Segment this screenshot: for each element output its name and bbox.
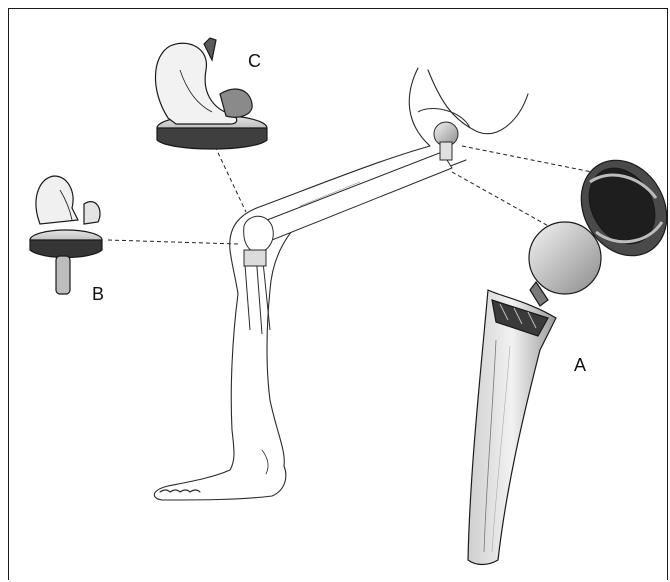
- hip-prosthesis-icon: [468, 222, 601, 565]
- knee-prosthesis-icon: [30, 176, 102, 294]
- leader-line-cup: [462, 146, 592, 172]
- label-b: B: [92, 285, 104, 303]
- leader-line-c: [212, 140, 246, 212]
- leader-line-ball: [452, 172, 552, 228]
- bone-sketch: [244, 109, 470, 334]
- label-c: C: [248, 52, 261, 70]
- leader-line-b: [108, 240, 238, 244]
- label-a: A: [574, 356, 586, 374]
